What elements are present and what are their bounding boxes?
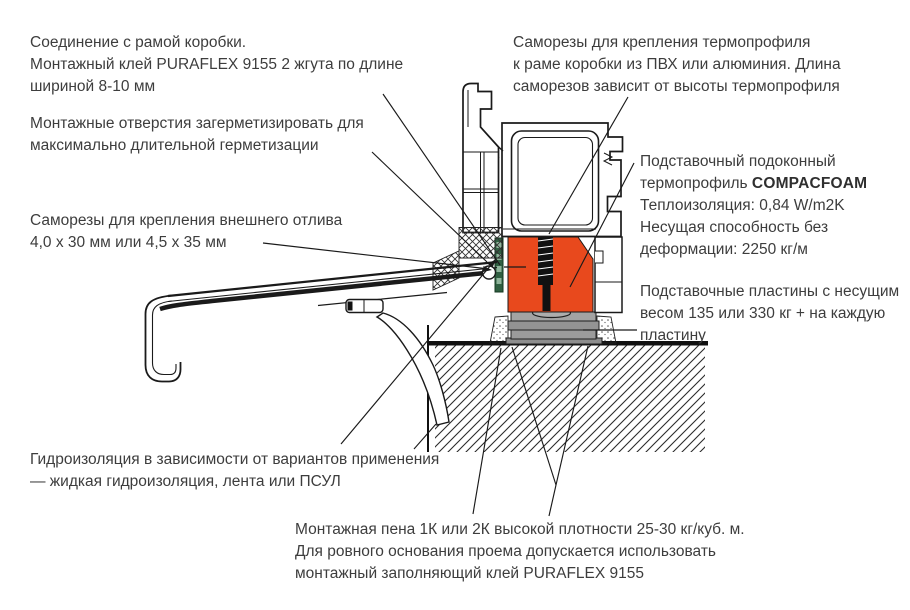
annotation-line: Подставочный подоконный: [640, 153, 836, 170]
leader-drip-screws: [262, 242, 490, 270]
annotation-line: саморезов зависит от высоты термопрофиля: [513, 78, 840, 95]
annotation-waterproofing: Гидроизоляция в зависимости от вариантов…: [30, 449, 439, 493]
annotation-frame-joint: Соединение с рамой коробки. Монтажный кл…: [30, 32, 403, 98]
brand-name: COMPACFOAM: [751, 175, 868, 192]
leader-thermoprofile-screws: [548, 96, 629, 235]
annotation-line: Гидроизоляция в зависимости от вариантов…: [30, 451, 440, 468]
foam-wedge-left: [489, 315, 509, 344]
annotation-line: к раме коробки из ПВХ или алюминия. Длин…: [513, 56, 841, 73]
annotation-line: весом 135 или 330 кг + на каждую: [640, 305, 886, 322]
annotation-line: 4,0 х 30 мм или 4,5 х 35 мм: [30, 234, 227, 251]
annotation-thermoprofile: Подставочный подоконный термопрофиль COM…: [640, 151, 867, 261]
leader-lines: [262, 93, 637, 517]
annotation-mounting-holes: Монтажные отверстия загерметизировать дл…: [30, 113, 364, 157]
annotation-line: Саморезы для крепления внешнего отлива: [30, 212, 343, 229]
window-frame-profile: [462, 82, 624, 314]
support-plate: [507, 320, 600, 331]
annotation-line: Монтажная пена 1К или 2К высокой плотнос…: [295, 521, 745, 538]
sill-drip-edge: [144, 294, 182, 383]
annotation-thermoprofile-screws: Саморезы для крепления термопрофиля к ра…: [513, 32, 841, 98]
support-plates-stack: [505, 307, 603, 345]
annotation-line: монтажный заполняющий клей PURAFLEX 9155: [295, 565, 645, 582]
leader-waterproofing: [340, 258, 497, 445]
annotation-line: Соединение с рамой коробки.: [30, 34, 247, 51]
window-sill: [144, 260, 498, 383]
annotation-line: Монтажные отверстия загерметизировать дл…: [30, 115, 364, 132]
annotation-drip-screws: Саморезы для крепления внешнего отлива 4…: [30, 210, 342, 254]
foam-wedges: [489, 315, 617, 344]
annotation-foam: Монтажная пена 1К или 2К высокой плотнос…: [295, 519, 745, 585]
sill-bracket: [317, 291, 450, 426]
annotation-line: максимально длительной герметизации: [30, 137, 319, 154]
leader-mounting-holes: [371, 151, 488, 263]
leader-thermoprofile: [569, 162, 635, 288]
support-plate: [510, 329, 597, 340]
leader-foam: [548, 484, 557, 517]
annotation-line: Для ровного основания проема допускается…: [295, 543, 716, 560]
annotation-line: деформации: 2250 кг/м: [640, 241, 808, 258]
annotation-support-plates: Подставочные пластины с несущим весом 13…: [640, 281, 899, 347]
annotation-line: Монтажный клей PURAFLEX 9155 2 жгута по …: [30, 56, 404, 73]
annotation-line: пластину: [640, 327, 706, 344]
annotation-line: Подставочные пластины с несущим: [640, 283, 900, 300]
annotation-line: шириной 8-10 мм: [30, 78, 156, 95]
spring-symbol: [602, 152, 614, 166]
annotation-line: — жидкая гидроизоляция, лента или ПСУЛ: [30, 473, 341, 490]
annotation-line: Саморезы для крепления термопрофиля: [513, 34, 811, 51]
annotation-line: Теплоизоляция: 0,84 W/m2K: [640, 197, 845, 214]
leader-frame-joint: [382, 93, 501, 266]
annotation-line: Несущая способность без: [640, 219, 829, 236]
insulation-crosshatch: [432, 227, 503, 291]
annotation-line: термопрофиль COMPACFOAM: [640, 175, 868, 192]
